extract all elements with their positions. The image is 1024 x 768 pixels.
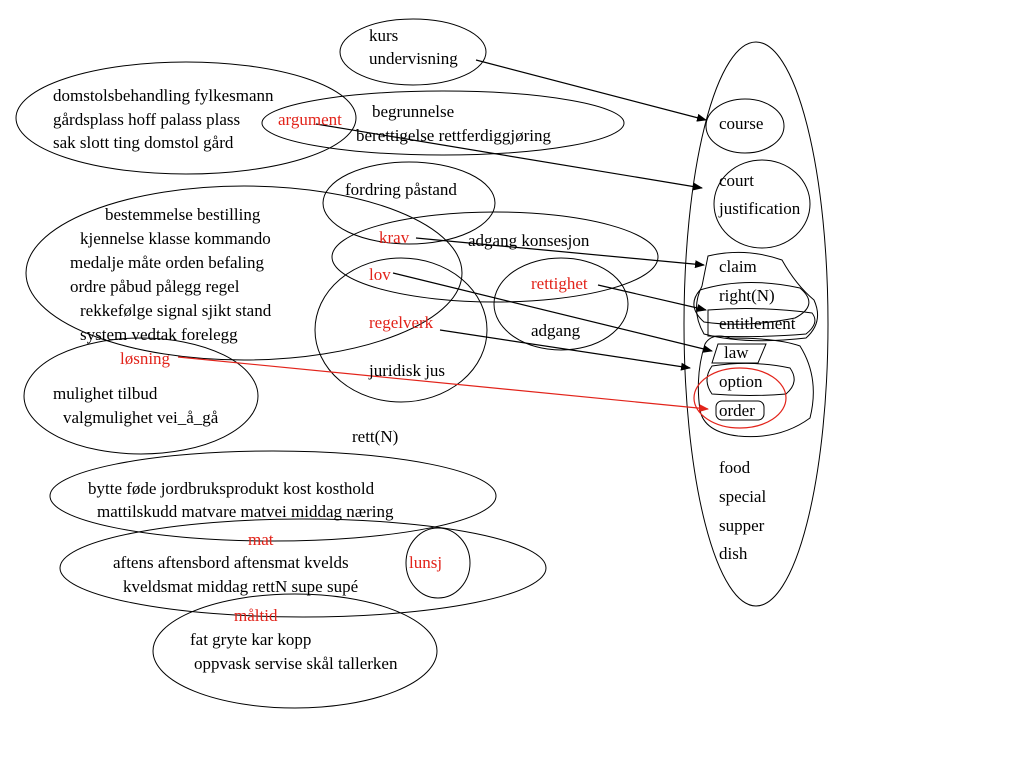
losning-keyword: løsning xyxy=(120,349,171,368)
arrow-krav-claim xyxy=(415,237,705,269)
english-food: food xyxy=(719,458,751,477)
lunsj-keyword: lunsj xyxy=(409,553,443,572)
english-course: course xyxy=(719,114,764,133)
arrow-regelverk-law xyxy=(439,329,691,371)
losning-ellipse xyxy=(23,337,259,455)
begrunnelse-text: begrunnelse xyxy=(372,102,455,121)
bestemmelse-ellipse xyxy=(25,185,463,361)
food-ellipse-2 xyxy=(59,518,547,618)
domstol-line-3: sak slott ting domstol gård xyxy=(53,133,234,152)
law-outline xyxy=(711,343,767,364)
english-special: special xyxy=(719,487,767,506)
rett-n-label: rett(N) xyxy=(352,427,399,446)
rettighet-ellipse xyxy=(493,257,629,351)
rettighet-keyword: rettighet xyxy=(531,274,588,293)
right-outline xyxy=(693,281,810,325)
english-supper: supper xyxy=(719,516,765,535)
english-option: option xyxy=(719,372,763,391)
claim-entitlement-outline xyxy=(696,251,819,342)
english-court: court xyxy=(719,171,754,190)
english-order: order xyxy=(719,401,755,420)
arrow-lov-law xyxy=(392,272,713,353)
krav-keyword: krav xyxy=(379,228,410,247)
course-ellipse xyxy=(705,98,785,154)
regelverk-keyword: regelverk xyxy=(369,313,434,332)
argument-ellipse xyxy=(261,90,625,156)
mulighet-tilbud-text: mulighet tilbud xyxy=(53,384,158,403)
lov-keyword: lov xyxy=(369,265,391,284)
argument-keyword: argument xyxy=(278,110,342,129)
court-ellipse xyxy=(713,159,811,249)
bestemmelse-line-1: bestemmelse bestilling xyxy=(105,205,261,224)
food-line-2: mattilskudd matvare matvei middag næring xyxy=(97,502,394,521)
fordring-ellipse xyxy=(322,161,496,245)
english-column-ellipse xyxy=(683,41,829,607)
english-entitlement: entitlement xyxy=(719,314,796,333)
order-outline xyxy=(715,400,765,421)
bestemmelse-line-5: rekkefølge signal sjikt stand xyxy=(80,301,272,320)
bestemmelse-line-4: ordre påbud pålegg regel xyxy=(70,277,240,296)
kurs-ellipse xyxy=(339,18,487,86)
english-law: law xyxy=(724,343,749,362)
krav-ellipse xyxy=(331,211,659,303)
food-line-3: aftens aftensbord aftensmat kvelds xyxy=(113,553,349,572)
kurs-text: kurs xyxy=(369,26,399,45)
english-dish: dish xyxy=(719,544,748,563)
english-claim: claim xyxy=(719,257,757,276)
food-line-4: kveldsmat middag rettN supe supé xyxy=(123,577,359,596)
adgang-text: adgang xyxy=(531,321,581,340)
berettigelse-text: berettigelse rettferdiggjøring xyxy=(356,126,551,145)
bestemmelse-line-2: kjennelse klasse kommando xyxy=(80,229,271,248)
arrow-undervisning-course xyxy=(475,59,707,122)
lunsj-ellipse xyxy=(405,527,471,599)
juridisk-jus-text: juridisk jus xyxy=(369,361,446,380)
domstol-line-2: gårdsplass hoff palass plass xyxy=(53,110,241,129)
mat-keyword: mat xyxy=(248,530,274,549)
english-right: right(N) xyxy=(719,286,775,305)
valgmulighet-text: valgmulighet vei_å_gå xyxy=(63,408,219,427)
food-line-6: oppvask servise skål tallerken xyxy=(194,654,398,673)
domstol-line-1: domstolsbehandling fylkesmann xyxy=(53,86,274,105)
arrow-losning-order xyxy=(177,356,709,413)
maltid-keyword: måltid xyxy=(234,606,278,625)
arrow-rettighet-right xyxy=(597,284,707,312)
food-line-1: bytte føde jordbruksprodukt kost kosthol… xyxy=(88,479,375,498)
arrow-argument-justification xyxy=(315,123,703,191)
undervisning-text: undervisning xyxy=(369,49,458,68)
domstol-ellipse xyxy=(15,61,357,175)
bestemmelse-line-3: medalje måte orden befaling xyxy=(70,253,264,272)
english-justification: justification xyxy=(719,199,801,218)
regelverk-ellipse xyxy=(314,257,488,403)
food-ellipse-3 xyxy=(152,593,438,709)
bestemmelse-line-6: system vedtak forelegg xyxy=(80,325,238,344)
food-line-5: fat gryte kar kopp xyxy=(190,630,312,649)
order-highlight-ellipse xyxy=(693,367,787,429)
entitlement-outline xyxy=(707,308,816,338)
adgang-konsesjon-text: adgang konsesjon xyxy=(468,231,590,250)
food-ellipse-1 xyxy=(49,450,497,542)
fordring-text: fordring påstand xyxy=(345,180,457,199)
